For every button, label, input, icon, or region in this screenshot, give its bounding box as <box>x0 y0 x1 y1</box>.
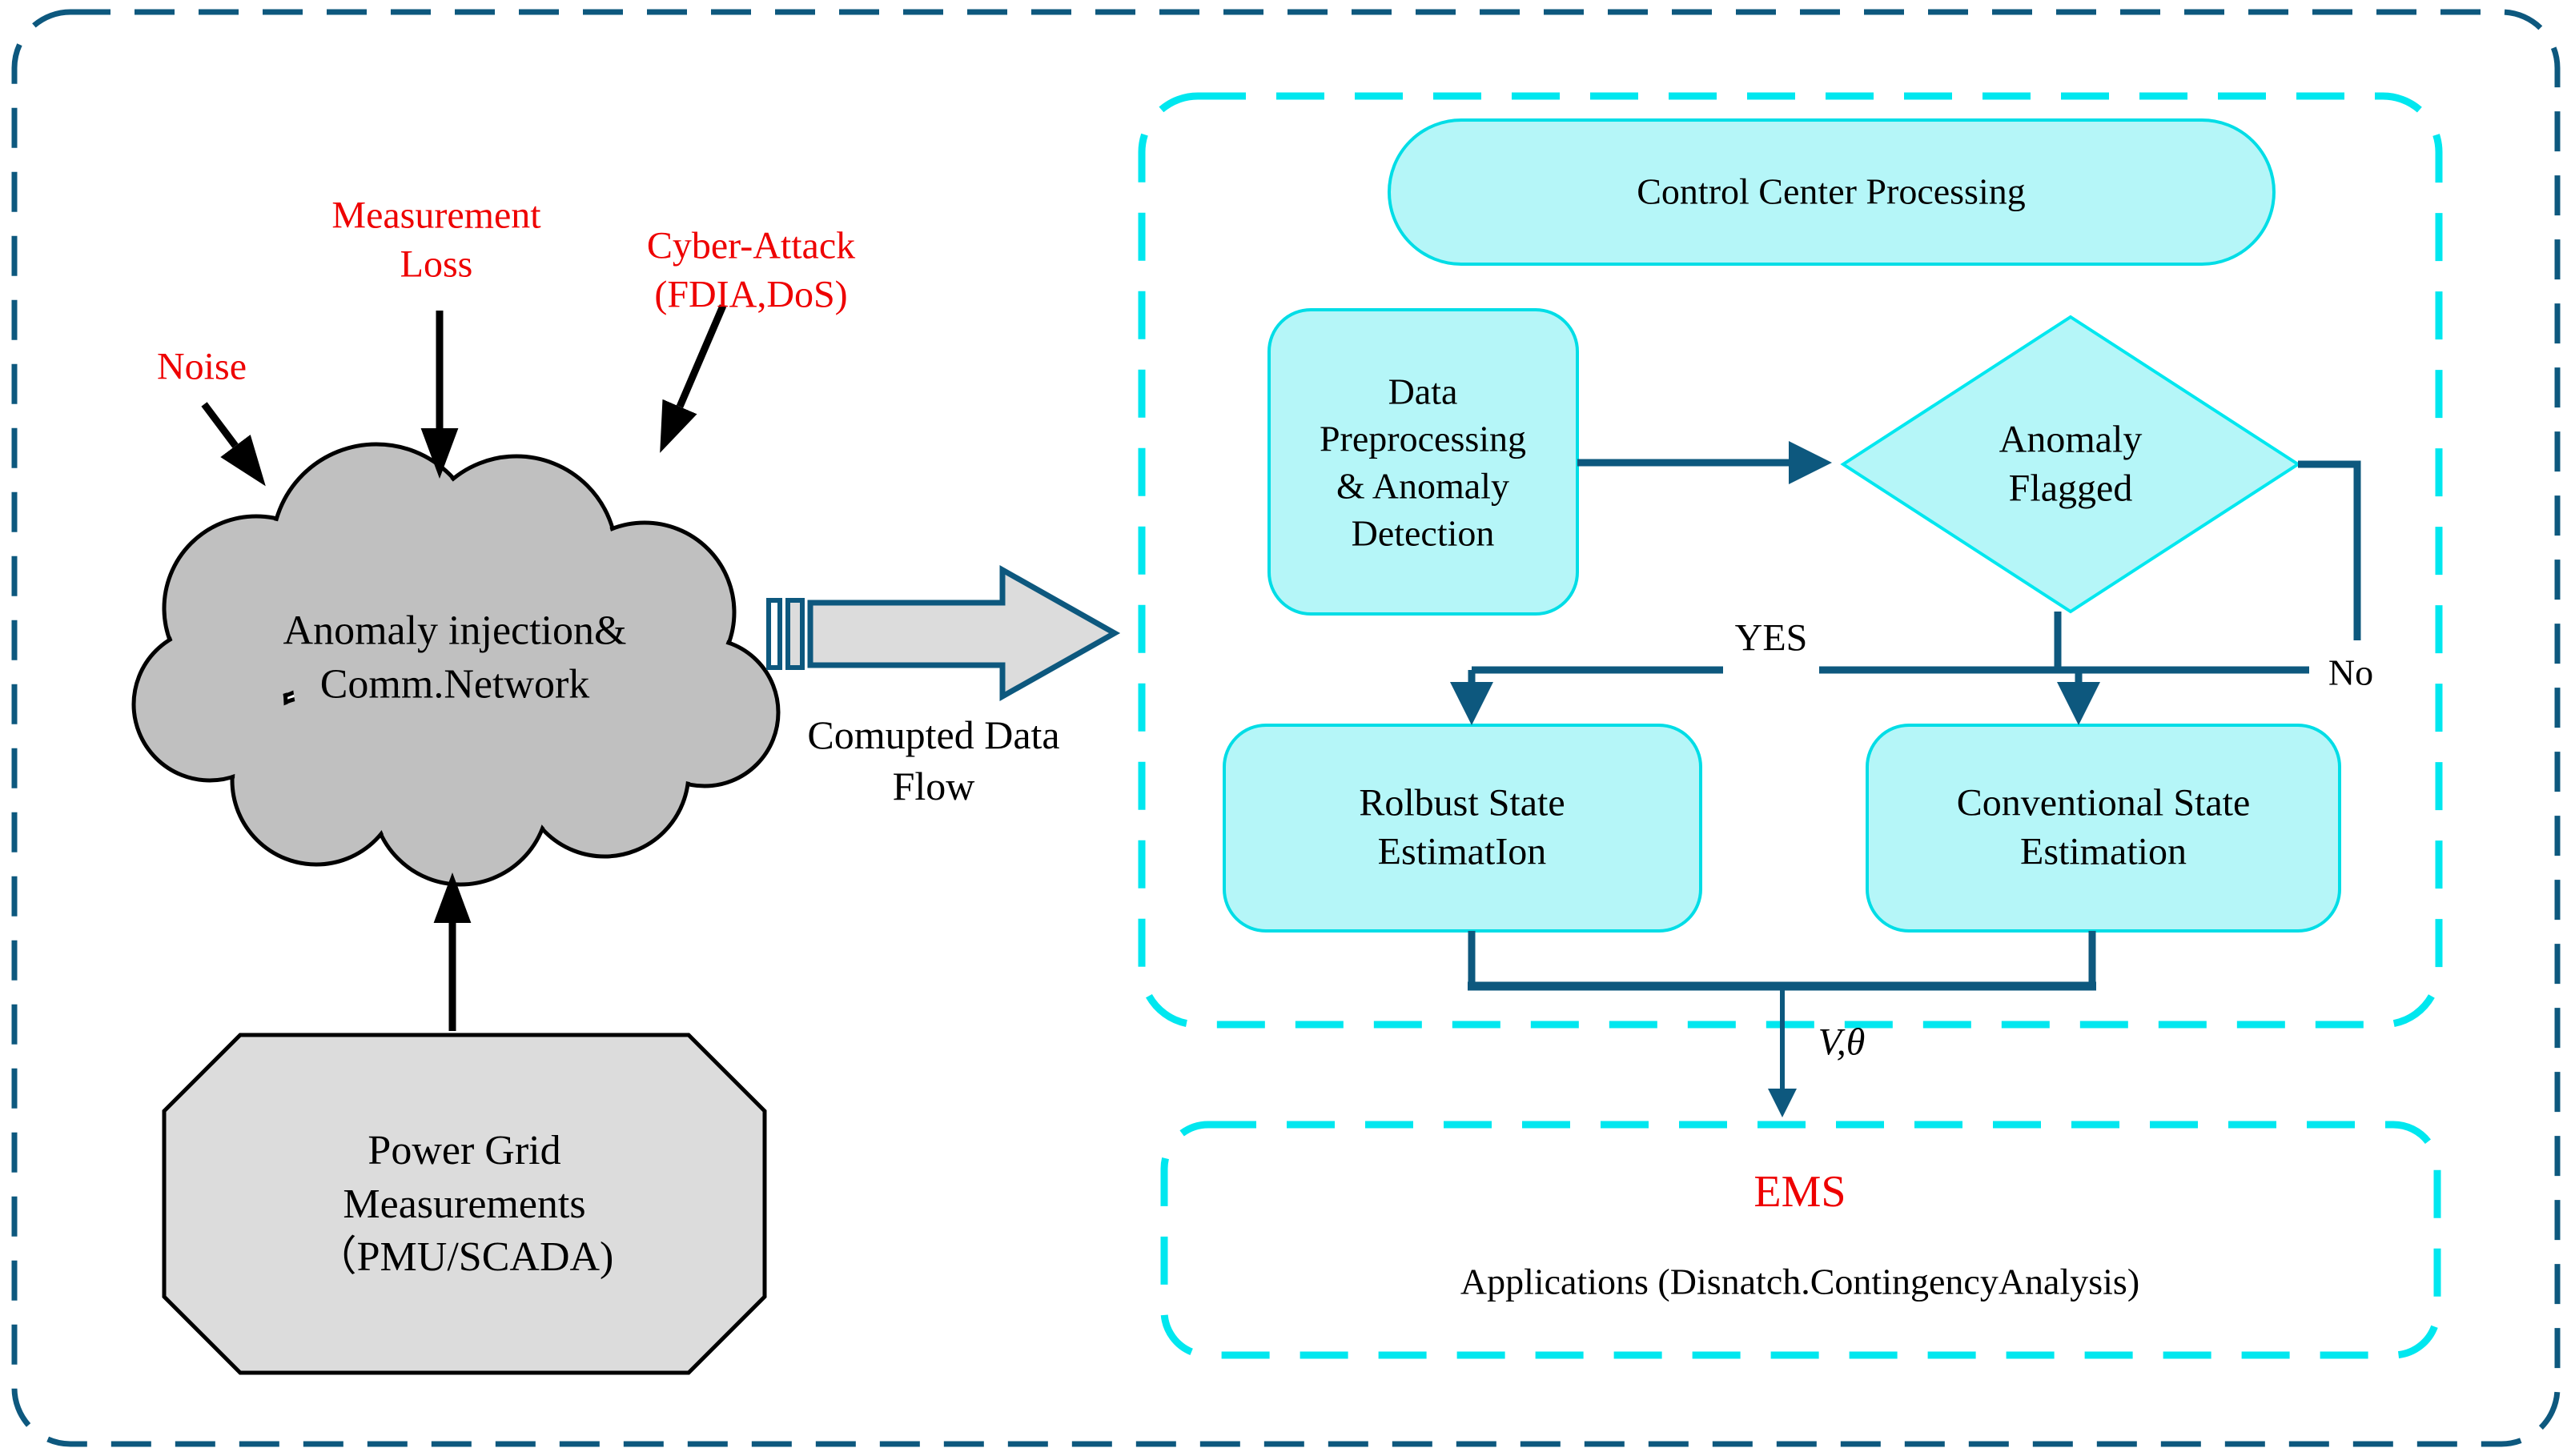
cyber-attack-arrow <box>660 304 727 453</box>
robust-estimation-box <box>1223 724 1702 933</box>
cloud-label: Anomaly injection& Comm.Network <box>283 608 627 707</box>
vtheta-label: V,θ <box>1818 1021 1866 1064</box>
cloud-fill <box>136 447 776 882</box>
flow-caption: Comupted Data Flow <box>807 712 1060 808</box>
flow-stripe-1 <box>766 598 782 670</box>
power-grid-label: Power Grid Measurements （PMU/SCADA) <box>315 1128 614 1281</box>
power-grid-octagon <box>162 1033 767 1375</box>
preprocessing-label: Data Preprocessing & Anomaly Detection <box>1319 371 1527 553</box>
control-center-container <box>1138 92 2443 1029</box>
conventional-estimation-box <box>1866 724 2341 933</box>
ems-title: EMS <box>1754 1167 1846 1217</box>
decision-label: Anomaly Flagged <box>1999 418 2143 510</box>
outer-dashed-border <box>11 9 2561 1447</box>
flow-stripe-2 <box>785 598 805 670</box>
robust-label: Rolbust State EstimatIon <box>1359 781 1565 873</box>
ems-applications: Applications (Disnatch.ContingencyAnalys… <box>1460 1261 2140 1302</box>
measurement-loss-label: Measurement Loss <box>331 194 541 286</box>
no-path-line <box>2298 460 2361 640</box>
conventional-label: Conventional State Estimation <box>1956 781 2251 873</box>
ems-box <box>1160 1121 2441 1359</box>
control-center-title: Control Center Processing <box>1637 170 2026 212</box>
yes-label: YES <box>1734 616 1808 660</box>
anomaly-flagged-diamond <box>1840 315 2301 614</box>
no-label: No <box>2328 652 2374 693</box>
control-center-stadium <box>1388 118 2276 266</box>
noise-arrow <box>201 402 266 487</box>
cyber-attack-label: Cyber-Attack (FDIA,DoS) <box>646 224 856 316</box>
noise-label: Noise <box>157 345 247 388</box>
corrupted-data-flow-arrow <box>807 565 1121 701</box>
